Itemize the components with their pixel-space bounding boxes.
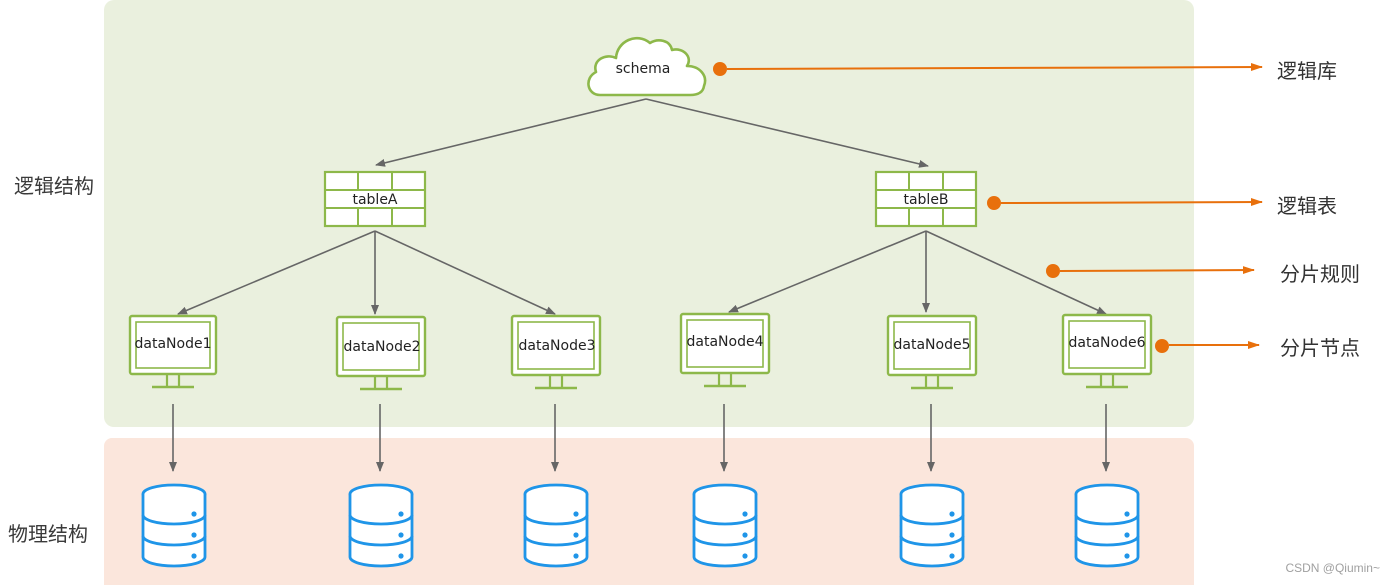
logical-structure-label: 逻辑结构 <box>14 174 94 198</box>
edge-tableB-dataNode4 <box>728 230 927 313</box>
data-node-4: dataNode4 <box>679 312 771 388</box>
database-icon <box>141 483 207 568</box>
table-node-a: tableA <box>323 170 427 228</box>
physical-region <box>104 438 1194 585</box>
legend-label-logical-table: 逻辑表 <box>1277 194 1337 218</box>
watermark: CSDN @Qiumin~ <box>1285 561 1380 575</box>
schema-node: schema <box>587 37 707 97</box>
legend-pointer-logical-table <box>987 196 1263 210</box>
cloud-icon <box>587 37 707 97</box>
data-node-5: dataNode5 <box>886 314 978 390</box>
data-node-2: dataNode2 <box>335 315 427 391</box>
table-node-b: tableB <box>874 170 978 228</box>
data-node-label: dataNode5 <box>894 337 971 353</box>
legend-label-sharding-rule: 分片规则 <box>1280 262 1360 286</box>
data-node-1: dataNode1 <box>128 314 218 389</box>
data-node-3: dataNode3 <box>510 314 602 390</box>
legend-label-sharding-node: 分片节点 <box>1280 336 1360 360</box>
table-label: tableB <box>903 192 948 208</box>
edge-schema-tableA <box>375 98 647 167</box>
database-icon <box>523 483 589 568</box>
physical-structure-label: 物理结构 <box>8 522 88 546</box>
edge-tableA-dataNode1 <box>177 230 376 315</box>
legend-pointer-sharding-node <box>1155 339 1260 353</box>
database-icon <box>692 483 758 568</box>
data-node-label: dataNode4 <box>687 334 764 350</box>
data-node-label: dataNode2 <box>344 339 421 355</box>
data-node-label: dataNode3 <box>519 338 596 354</box>
database-icon <box>348 483 414 568</box>
edge-tableA-dataNode3 <box>374 230 556 315</box>
edge-schema-tableB <box>645 98 929 168</box>
database-icon <box>899 483 965 568</box>
legend-label-logical-db: 逻辑库 <box>1277 59 1337 83</box>
schema-label: schema <box>616 61 671 77</box>
table-label: tableA <box>352 192 397 208</box>
database-icon <box>1074 483 1140 568</box>
legend-pointer-sharding-rule <box>1046 264 1255 278</box>
data-node-label: dataNode1 <box>135 336 212 352</box>
legend-pointer-logical-db <box>713 62 1263 76</box>
edge-tableB-dataNode6 <box>925 230 1107 315</box>
data-node-label: dataNode6 <box>1069 335 1146 351</box>
data-node-6: dataNode6 <box>1061 313 1153 389</box>
